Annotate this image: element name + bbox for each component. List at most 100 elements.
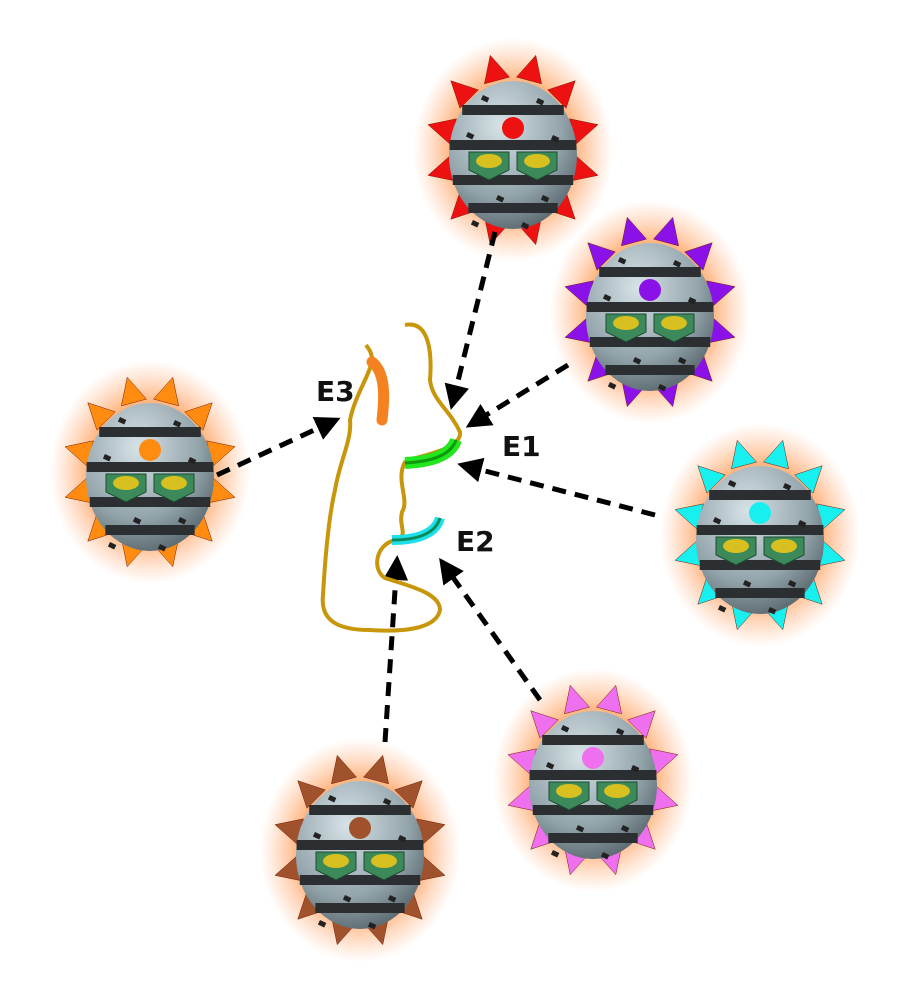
spot [600,852,610,860]
spike [547,80,576,109]
spot [607,381,617,390]
spike [763,439,789,470]
e1-highlight-core [404,439,458,465]
e2-highlight-core [391,517,442,542]
eggs-layer [50,38,860,962]
band [299,875,421,885]
arrow-brown-to-e2 [382,555,409,743]
spike [450,80,479,109]
spot [157,544,167,552]
egg-orange [50,360,250,584]
band [315,903,405,913]
eye-icon [723,539,749,553]
egg-body [449,81,577,229]
spot [575,825,585,833]
band [605,365,695,375]
spot [657,384,667,392]
spot [602,293,612,302]
egg-body [586,243,714,391]
spike [596,684,622,715]
spot [767,607,777,615]
eye-icon [113,476,139,490]
spot [535,98,545,106]
spot [727,480,737,488]
band [296,840,424,850]
spike [627,710,656,739]
spot [632,357,642,365]
spot [187,456,197,465]
spike [331,754,357,785]
spot [550,850,560,858]
band [696,525,824,535]
band [99,427,201,437]
egg-body [696,466,824,614]
egg-purple [550,200,750,424]
spot [317,920,327,928]
egg-dot [139,439,161,461]
eye-icon [613,316,639,330]
spike [87,402,116,431]
spot [342,895,352,903]
eye-icon [371,854,397,868]
spot [615,728,625,736]
spike [621,216,647,247]
band [599,267,701,277]
spot [465,131,475,140]
egg-body [529,711,657,859]
label-e1: E1 [502,430,541,463]
egg-brown [260,738,460,962]
spot [672,259,682,268]
band [462,105,564,115]
band [452,175,574,185]
spike [564,684,590,715]
spot [520,222,530,230]
spot [172,419,182,428]
spot [687,296,697,305]
spot [495,195,505,203]
spike [794,465,823,494]
spike [184,402,213,431]
spot [617,257,627,265]
spot [132,517,142,525]
egg-body [296,781,424,929]
spot [470,219,480,228]
egg-dot [582,747,604,769]
band [105,525,195,535]
spike [121,376,147,407]
band [468,203,558,213]
spot [712,517,722,525]
spike [684,242,713,271]
eye-icon [524,154,550,168]
eye-icon [476,154,502,168]
spot [107,542,117,550]
spike [516,54,542,85]
band [715,588,805,598]
e3-highlight [366,356,390,426]
spot [787,580,797,588]
eye-icon [556,784,582,798]
arrow-purple-to-e1 [465,362,570,428]
arrow-red-to-e1 [444,231,498,410]
egg-red [413,38,613,262]
spot [550,134,560,143]
spot [397,835,407,843]
spot [560,725,570,733]
arrows [215,231,656,743]
spike [297,780,326,809]
arrow-cyan-to-e1 [457,457,656,518]
egg-dot [749,502,771,524]
band [532,805,654,815]
band [548,833,638,843]
spot [382,798,392,806]
spot [630,765,640,773]
spot [540,195,550,203]
spot [480,95,490,103]
band [586,302,714,312]
eye-icon [771,539,797,553]
spike [653,216,679,247]
egg-dot [639,279,661,301]
spot [387,895,397,903]
egg-pink [493,668,693,892]
band [89,497,211,507]
spike [484,54,510,85]
